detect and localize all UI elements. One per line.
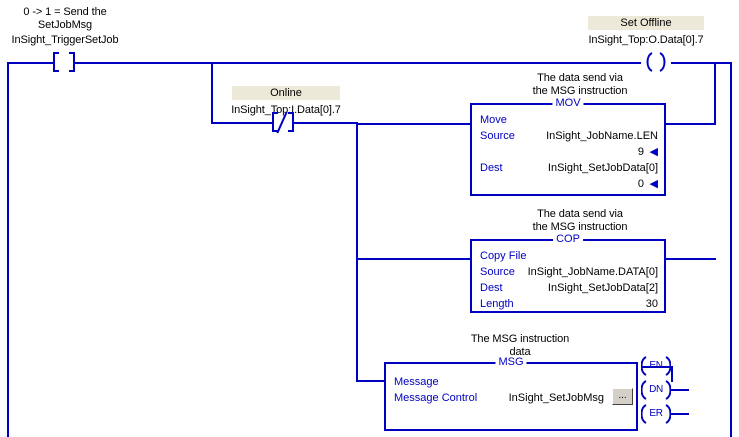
set-offline-tag-label: InSight_Top:O.Data[0].7: [588, 34, 704, 46]
msg-control-value[interactable]: InSight_SetJobMsg: [508, 392, 604, 404]
coil-glyph: [641, 380, 671, 400]
msg-control-row[interactable]: Message Control InSight_SetJobMsg: [394, 390, 630, 406]
cop-instruction-block[interactable]: COP Copy File Source InSight_JobName.DAT…: [470, 233, 666, 313]
mov-output-riser: [714, 62, 716, 125]
cop-source-value[interactable]: InSight_JobName.DATA[0]: [527, 266, 658, 278]
cop-length-row[interactable]: Length 30: [480, 296, 658, 312]
contact-online-xio[interactable]: [272, 111, 294, 134]
cop-instruction-name-row: Copy File: [480, 248, 658, 264]
cop-length-value[interactable]: 30: [645, 298, 658, 310]
mov-dest-operand-row: 0 ◀: [480, 176, 658, 192]
branch-wire-online-left: [211, 122, 272, 124]
msg-browse-button[interactable]: ...: [612, 388, 633, 405]
contact-right-bar: [292, 112, 294, 132]
mov-dest-operand-arrow-icon: ◀: [649, 178, 658, 190]
msg-instruction-name-row: Message: [394, 374, 630, 390]
coil-glyph: [641, 356, 671, 376]
coil-glyph: [646, 52, 666, 72]
mov-block-title: MOV: [552, 97, 584, 109]
cop-dest-value[interactable]: InSight_SetJobData[2]: [547, 282, 658, 294]
rung-wire-main-right: [671, 62, 731, 64]
contact-left-bar: [272, 112, 274, 132]
msg-instruction-name: Message: [394, 376, 439, 388]
msg-block-rows: Message Message Control InSight_SetJobMs…: [386, 364, 636, 429]
msg-instruction-block[interactable]: MSG Message Message Control InSight_SetJ…: [384, 356, 638, 431]
msg-dn-stub-wire: [671, 389, 689, 391]
mov-source-label: Source: [480, 130, 515, 142]
msg-comment: The MSG instruction data: [470, 333, 570, 358]
mov-dest-row[interactable]: Dest InSight_SetJobData[0]: [480, 160, 658, 176]
cop-output-wire: [665, 258, 716, 260]
mov-input-wire: [356, 123, 470, 125]
cop-source-label: Source: [480, 266, 515, 278]
contact-tick-top-right: [69, 52, 75, 54]
coil-set-offline-ote[interactable]: [641, 52, 671, 72]
coil-msg-er[interactable]: ER: [641, 404, 671, 424]
msg-en-riser: [671, 366, 673, 382]
mov-source-operand-arrow-icon: ◀: [649, 146, 658, 158]
mov-instruction-block[interactable]: MOV Move Source InSight_JobName.LEN 9 ◀ …: [470, 97, 666, 196]
branch-drop-online: [211, 62, 213, 124]
cop-source-row[interactable]: Source InSight_JobName.DATA[0]: [480, 264, 658, 280]
mov-dest-label: Dest: [480, 162, 503, 174]
online-tag-label: InSight_Top:I.Data[0].7: [231, 104, 341, 116]
branch-trunk-vertical: [356, 122, 358, 382]
msg-dn-label: DN: [649, 384, 663, 395]
trigger-comment: 0 -> 1 = Send the SetJobMsg: [23, 6, 107, 31]
mov-source-operand-row: 9 ◀: [480, 144, 658, 160]
contact-tick-top-right: [288, 112, 294, 114]
msg-er-label: ER: [649, 408, 663, 419]
mov-source-row[interactable]: Source InSight_JobName.LEN: [480, 128, 658, 144]
cop-block-title: COP: [553, 233, 583, 245]
coil-glyph: [641, 404, 671, 424]
mov-block-rows: Move Source InSight_JobName.LEN 9 ◀ Dest…: [472, 105, 664, 194]
mov-instruction-name-row: Move: [480, 112, 658, 128]
contact-right-bar: [73, 52, 75, 72]
left-power-rail: [7, 62, 9, 437]
cop-instruction-name: Copy File: [480, 250, 527, 262]
trigger-tag-label: InSight_TriggerSetJob: [11, 34, 119, 46]
contact-tick-bottom-right: [288, 130, 294, 132]
rung-wire-main-mid: [75, 62, 641, 64]
cop-length-label: Length: [480, 298, 514, 310]
online-description: Online: [232, 86, 340, 100]
set-offline-description: Set Offline: [588, 16, 704, 30]
contact-tick-top-left: [53, 52, 59, 54]
branch-wire-online-right: [294, 122, 358, 124]
cop-comment: The data send via the MSG instruction: [532, 208, 628, 233]
mov-dest-operand-value: 0: [637, 178, 644, 190]
mov-instruction-name: Move: [480, 114, 507, 126]
rung-wire-main-left: [7, 62, 53, 64]
contact-normally-closed-slash: [276, 111, 288, 134]
mov-source-value[interactable]: InSight_JobName.LEN: [546, 130, 658, 142]
contact-left-bar: [53, 52, 55, 72]
coil-msg-en[interactable]: EN: [641, 356, 671, 376]
right-power-rail: [730, 62, 732, 437]
mov-output-wire: [665, 123, 716, 125]
cop-block-rows: Copy File Source InSight_JobName.DATA[0]…: [472, 241, 664, 311]
mov-source-operand-value: 9: [637, 146, 644, 158]
msg-block-title: MSG: [495, 356, 527, 368]
contact-trigger-xic[interactable]: [53, 52, 75, 72]
coil-msg-dn[interactable]: DN: [641, 380, 671, 400]
cop-dest-label: Dest: [480, 282, 503, 294]
msg-control-label: Message Control: [394, 392, 478, 404]
mov-comment: The data send via the MSG instruction: [532, 72, 628, 97]
msg-er-stub-wire: [671, 413, 689, 415]
msg-input-wire: [370, 380, 386, 382]
contact-tick-bottom-left: [53, 70, 59, 72]
mov-dest-value[interactable]: InSight_SetJobData[0]: [547, 162, 658, 174]
msg-en-label: EN: [649, 360, 663, 371]
contact-tick-bottom-right: [69, 70, 75, 72]
cop-dest-row[interactable]: Dest InSight_SetJobData[2]: [480, 280, 658, 296]
msg-en-wire: [641, 366, 673, 368]
cop-input-wire: [356, 258, 470, 260]
contact-tick-bottom-left: [272, 130, 278, 132]
contact-tick-top-left: [272, 112, 278, 114]
